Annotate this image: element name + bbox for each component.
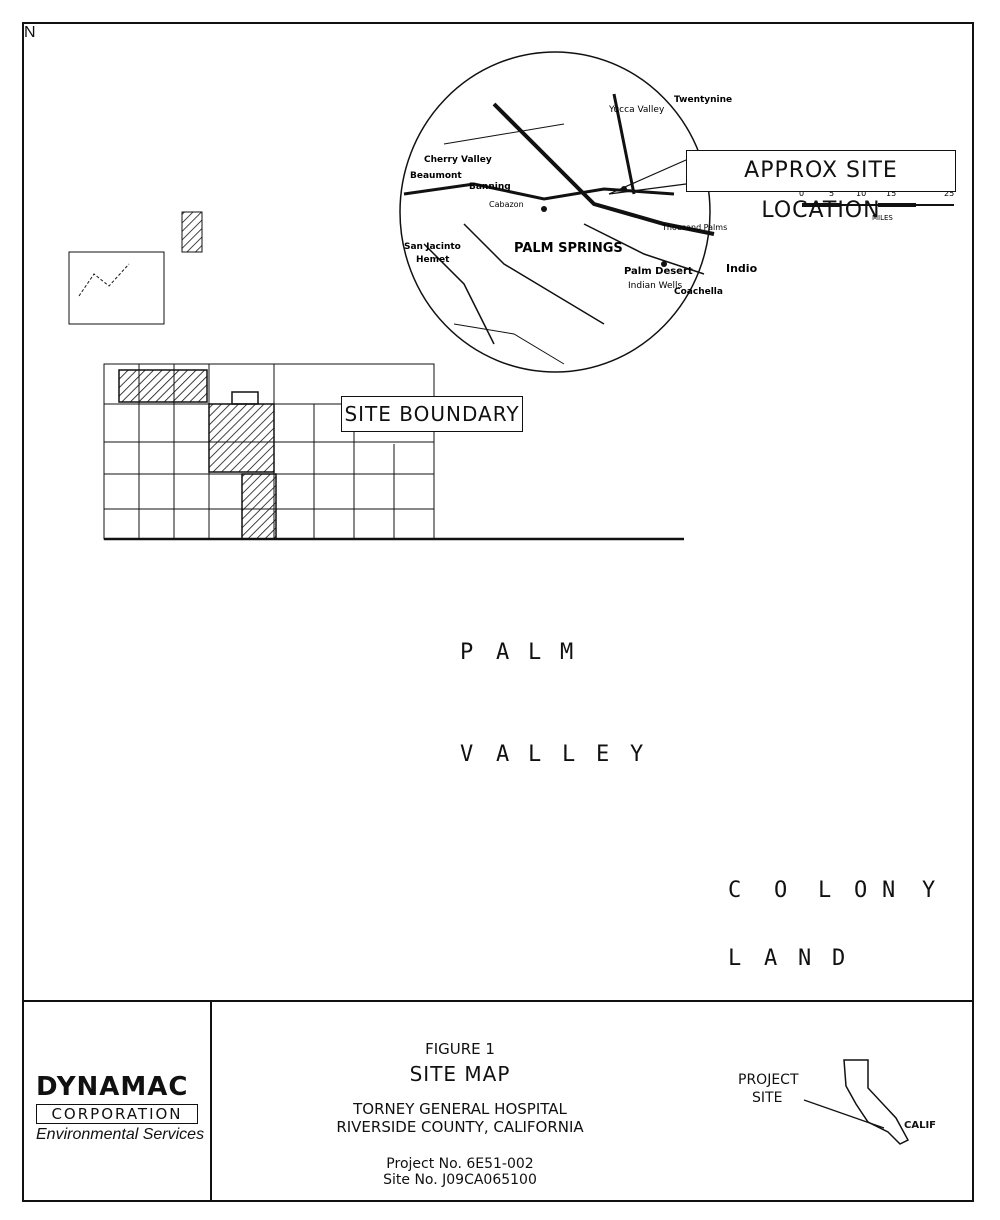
scale-bar: 0 5 10 15 25 MILES: [799, 189, 954, 222]
state-label: CALIF: [904, 1120, 937, 1131]
region-letter: E: [596, 742, 610, 767]
city-label: PALM SPRINGS: [514, 241, 623, 256]
city-label: Hemet: [416, 255, 450, 265]
city-label: Coachella: [674, 287, 723, 297]
facility-name: TORNEY GENERAL HOSPITAL: [353, 1100, 567, 1118]
project-site-label: PROJECT: [738, 1072, 799, 1088]
map-sheet: Yucca Valley Twentynine Cherry Valley Be…: [22, 22, 974, 1002]
north-label: N: [24, 24, 36, 41]
city-label: Twentynine: [674, 95, 732, 105]
region-letter: A: [764, 946, 778, 971]
site-boundary-callout: SITE BOUNDARY: [341, 396, 523, 432]
region-letter: D: [832, 946, 846, 971]
figure-number: FIGURE 1: [425, 1040, 495, 1058]
region-letter: L: [728, 946, 742, 971]
region-letter: L: [818, 878, 832, 903]
facility-location: RIVERSIDE COUNTY, CALIFORNIA: [336, 1118, 584, 1136]
scale-tick: 10: [856, 189, 866, 198]
region-letter: V: [460, 742, 474, 767]
locator-inset: [68, 211, 203, 325]
project-site-label: SITE: [752, 1090, 783, 1106]
region-letter: M: [560, 640, 574, 665]
scale-tick: 15: [886, 189, 896, 198]
region-letter: A: [496, 742, 510, 767]
region-letter: A: [496, 640, 510, 665]
map-drawing: Yucca Valley Twentynine Cherry Valley Be…: [68, 51, 954, 541]
city-label: Cabazon: [489, 200, 524, 209]
city-label: San Jacinto: [404, 242, 461, 252]
city-label: Indian Wells: [628, 281, 683, 291]
company-corp: CORPORATION: [36, 1104, 198, 1124]
region-letter: L: [562, 742, 576, 767]
company-logo: DYNAMAC CORPORATION Environmental Servic…: [24, 1000, 212, 1200]
scale-tick: 5: [829, 189, 834, 198]
region-letter: N: [882, 878, 896, 903]
california-outline: [803, 1059, 910, 1145]
region-letter: O: [854, 878, 868, 903]
scale-unit: MILES: [872, 214, 893, 222]
region-letter: Y: [630, 742, 644, 767]
region-letter: C: [728, 878, 742, 903]
region-letter: P: [460, 640, 474, 665]
approx-site-location-callout: APPROX SITE LOCATION: [686, 150, 956, 223]
vicinity-map: Yucca Valley Twentynine Cherry Valley Be…: [399, 51, 758, 373]
region-letter: L: [528, 742, 542, 767]
city-label: Yucca Valley: [608, 105, 665, 115]
region-letter: Y: [922, 878, 936, 903]
scale-tick: 25: [944, 189, 954, 198]
company-division: Environmental Services: [36, 1126, 205, 1143]
scale-tick: 0: [799, 189, 804, 198]
region-letter: O: [774, 878, 788, 903]
city-label: Beaumont: [410, 171, 462, 181]
city-label: Palm Desert: [624, 266, 693, 277]
project-number: Project No. 6E51-002: [386, 1156, 534, 1172]
site-number: Site No. J09CA065100: [383, 1172, 537, 1188]
figure-title: SITE MAP: [409, 1062, 511, 1086]
north-arrow: N: [24, 24, 36, 41]
city-label: Cherry Valley: [424, 155, 492, 165]
company-name: DYNAMAC: [36, 1072, 189, 1102]
title-block: DYNAMAC CORPORATION Environmental Servic…: [22, 1000, 974, 1202]
city-label: Indio: [726, 262, 758, 275]
region-letter: L: [528, 640, 542, 665]
region-letter: N: [798, 946, 812, 971]
town-grid: [103, 363, 684, 541]
city-label: Banning: [469, 182, 511, 192]
city-label: Thousand Palms: [661, 223, 727, 232]
